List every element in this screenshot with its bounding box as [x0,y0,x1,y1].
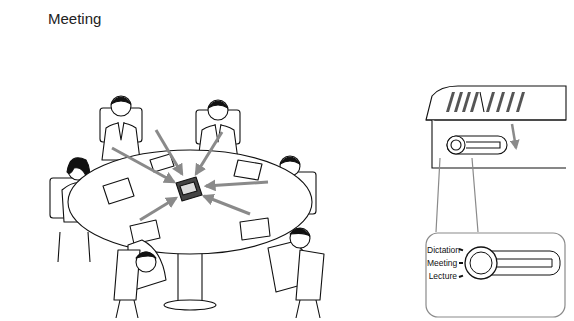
leader-line [436,158,478,232]
sound-arrows [112,130,268,220]
recorder [176,177,202,201]
title: Meeting [48,10,101,27]
mode-switch-inset: DictationMeetingLecture [425,232,566,318]
person [100,96,142,160]
mode-label: Dictation [427,244,457,257]
person [114,240,166,318]
person [268,228,324,318]
recorder-closeup [426,86,566,168]
mode-label: Lecture [427,270,457,283]
table [68,150,312,254]
mode-labels: DictationMeetingLecture [427,244,457,283]
mode-label: Meeting [427,257,457,270]
